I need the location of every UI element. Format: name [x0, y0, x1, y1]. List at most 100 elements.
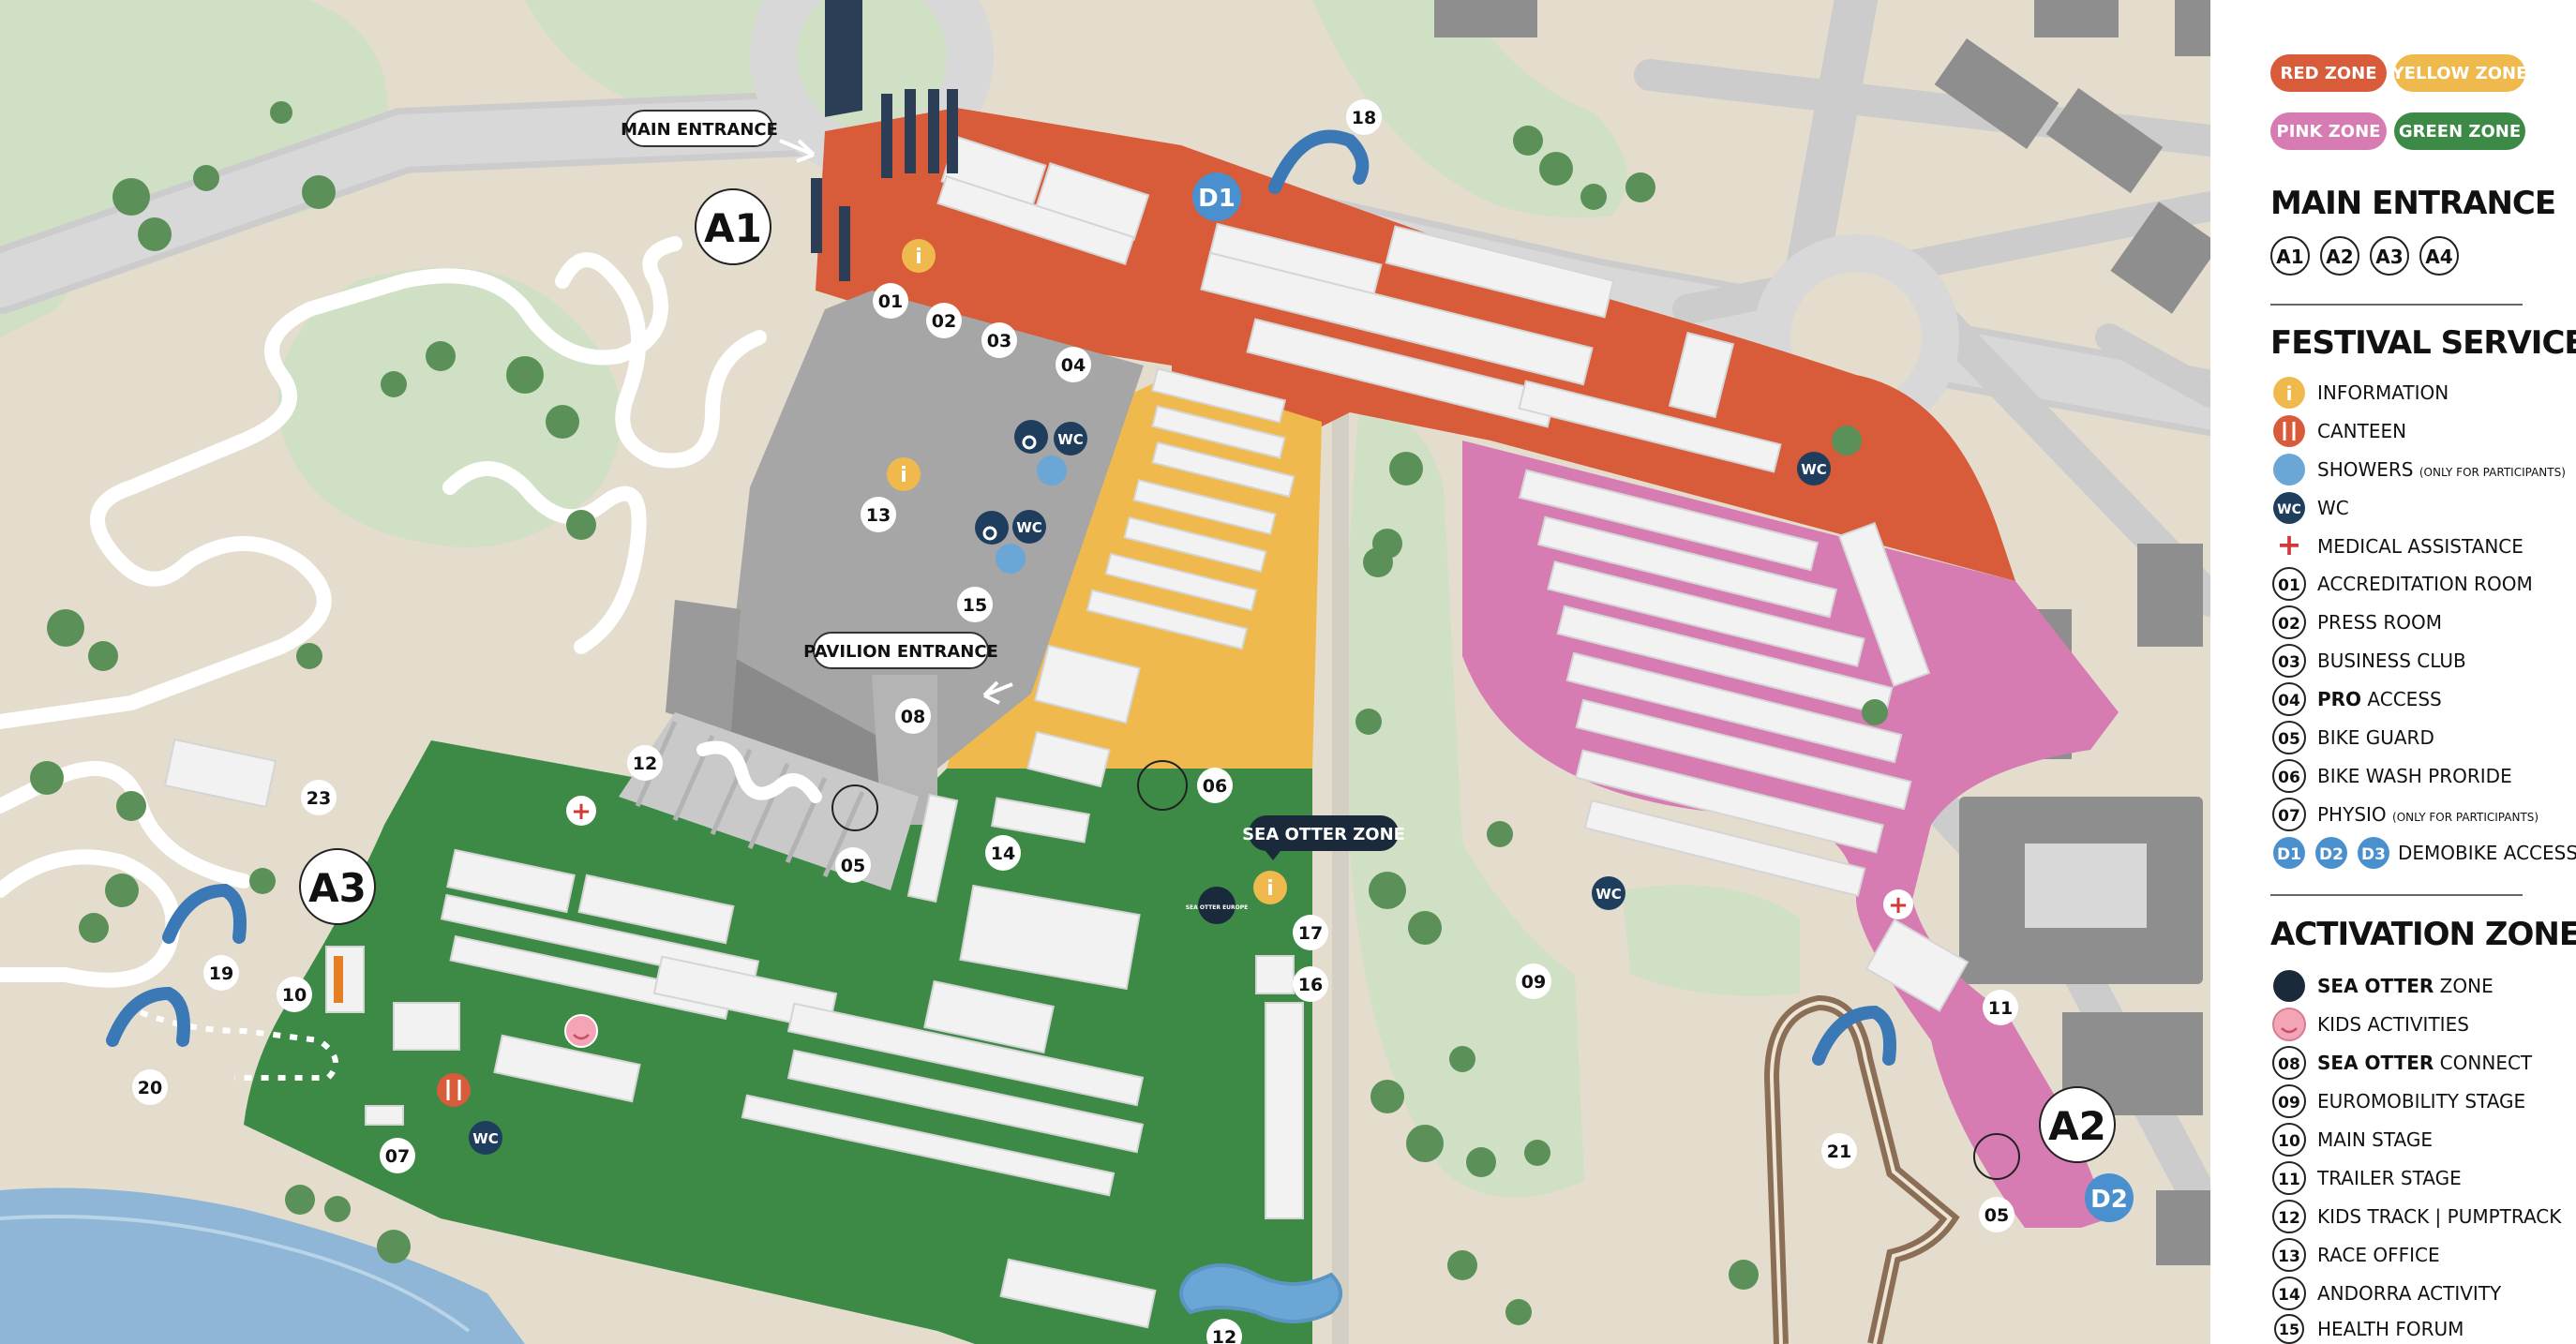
main-stage [325, 946, 365, 1013]
svg-text:A2: A2 [2048, 1103, 2106, 1149]
marker-13: 13 [861, 497, 896, 532]
wc-icon: WC [1054, 422, 1087, 455]
legend-09: 09 EUROMOBILITY STAGE [2272, 1084, 2525, 1118]
svg-text:SEA OTTER ZONE: SEA OTTER ZONE [1242, 825, 1405, 844]
svg-text:07: 07 [385, 1146, 410, 1167]
svg-text:11: 11 [2278, 1171, 2300, 1189]
svg-text:05: 05 [841, 856, 865, 876]
svg-text:RED ZONE: RED ZONE [2280, 64, 2376, 83]
svg-text:12: 12 [1212, 1327, 1236, 1344]
medical-cross-icon: + [566, 796, 596, 826]
lake [0, 1187, 525, 1344]
svg-text:15: 15 [2279, 1321, 2299, 1338]
svg-text:CANTEEN: CANTEEN [2317, 420, 2406, 442]
info-icon: i [887, 457, 921, 491]
svg-text:09: 09 [2278, 1094, 2300, 1113]
smiley-icon [564, 1014, 598, 1048]
svg-text:INFORMATION: INFORMATION [2317, 381, 2449, 404]
legend-05: 05 BIKE GUARD [2272, 721, 2434, 754]
marker-11: 11 [1983, 990, 2018, 1025]
svg-text:WC: WC [1801, 461, 1827, 478]
bike-guard-icon [831, 784, 878, 831]
demobike-d1: D1 [1192, 172, 1241, 221]
svg-text:MAIN STAGE: MAIN STAGE [2317, 1128, 2433, 1151]
svg-text:SEA OTTER EUROPE: SEA OTTER EUROPE [1186, 904, 1249, 911]
legend-15: 15 HEALTH FORUM [2274, 1314, 2464, 1344]
svg-text:10: 10 [282, 985, 307, 1006]
marker-16: 16 [1293, 966, 1328, 1002]
marker-05: 05 [835, 847, 871, 883]
svg-text:i: i [1266, 877, 1274, 901]
svg-text:+: + [2277, 527, 2302, 562]
tents [163, 135, 1969, 1329]
svg-text:DEMOBIKE ACCESS: DEMOBIKE ACCESS [2398, 842, 2576, 864]
svg-text:D3: D3 [2361, 845, 2386, 864]
wc-icon: WC [469, 1121, 502, 1155]
svg-text:02: 02 [932, 311, 956, 332]
marker-14: 14 [985, 835, 1021, 871]
svg-text:WC: WC [1057, 431, 1084, 448]
svg-text:PHYSIO (ONLY FOR PARTICIPANTS): PHYSIO (ONLY FOR PARTICIPANTS) [2317, 803, 2539, 826]
svg-text:A1: A1 [2276, 246, 2303, 268]
svg-text:01: 01 [878, 291, 903, 312]
svg-text:RACE OFFICE: RACE OFFICE [2317, 1244, 2440, 1266]
svg-text:16: 16 [1298, 975, 1323, 995]
svg-text:EUROMOBILITY STAGE: EUROMOBILITY STAGE [2317, 1090, 2525, 1113]
svg-text:ANDORRA ACTIVITY: ANDORRA ACTIVITY [2317, 1282, 2502, 1305]
legend-canteen: CANTEEN [2273, 415, 2406, 447]
svg-text:A4: A4 [2425, 246, 2452, 268]
svg-text:PINK ZONE: PINK ZONE [2277, 122, 2381, 142]
svg-text:+: + [571, 798, 592, 826]
marker-05b: 05 [1979, 1197, 2014, 1232]
svg-text:PAVILION ENTRANCE: PAVILION ENTRANCE [803, 642, 998, 662]
svg-text:04: 04 [1061, 355, 1086, 376]
svg-text:10: 10 [2278, 1132, 2300, 1151]
legend-03: 03 BUSINESS CLUB [2272, 644, 2466, 678]
svg-text:i: i [915, 246, 922, 269]
legend-main-entrance-title: MAIN ENTRANCE [2270, 185, 2555, 222]
access-a3: A3 [299, 848, 376, 925]
svg-text:TRAILER STAGE: TRAILER STAGE [2316, 1167, 2462, 1189]
marker-08: 08 [895, 698, 931, 734]
svg-text:17: 17 [1298, 923, 1323, 944]
svg-text:15: 15 [963, 595, 987, 616]
svg-text:BIKE WASH PRORIDE: BIKE WASH PRORIDE [2317, 765, 2512, 787]
legend-01: 01 ACCREDITATION ROOM [2272, 567, 2533, 601]
svg-text:06: 06 [2278, 769, 2300, 787]
svg-text:08: 08 [2278, 1055, 2300, 1074]
bike-guard-icon [1973, 1133, 2020, 1180]
wc-icon: WC [1592, 876, 1625, 910]
pumptrack-plaza [619, 712, 919, 890]
svg-text:03: 03 [2278, 653, 2300, 672]
svg-text:D1: D1 [2277, 845, 2301, 864]
dotted-route [139, 1009, 338, 1081]
svg-text:12: 12 [633, 754, 657, 774]
svg-text:HEALTH FORUM: HEALTH FORUM [2317, 1318, 2464, 1340]
marker-12b: 12 [1206, 1319, 1242, 1344]
entrance-flags [811, 0, 958, 281]
marker-18: 18 [1346, 99, 1382, 135]
zone-pink: PINK ZONE [2270, 112, 2387, 150]
legend-access-badges: A1 A2 A3 A4 [2270, 236, 2459, 276]
main-entrance-tag: MAIN ENTRANCE [621, 110, 778, 147]
arch-icons [106, 129, 1896, 1066]
shower-icon [996, 455, 1067, 574]
svg-text:18: 18 [1352, 108, 1376, 128]
svg-text:13: 13 [866, 505, 891, 526]
number-markers: 01 02 03 04 05 05 06 07 08 09 10 11 12 1… [132, 99, 2018, 1344]
svg-text:BUSINESS CLUB: BUSINESS CLUB [2317, 650, 2466, 672]
svg-text:23: 23 [307, 788, 331, 809]
legend-07: 07 PHYSIO (ONLY FOR PARTICIPANTS) [2272, 798, 2539, 831]
svg-text:07: 07 [2278, 807, 2300, 826]
marker-10: 10 [277, 977, 312, 1012]
fork-knife-icon [437, 1073, 471, 1107]
svg-text:05: 05 [2278, 730, 2300, 749]
marker-20: 20 [132, 1069, 168, 1105]
marker-21: 21 [1821, 1133, 1857, 1169]
marker-12: 12 [627, 745, 663, 781]
svg-text:WC: WC [1595, 886, 1622, 903]
sea-otter-logo: SEA OTTER EUROPE [1186, 887, 1249, 924]
legend-11: 11 TRAILER STAGE [2272, 1161, 2462, 1195]
svg-text:KIDS ACTIVITIES: KIDS ACTIVITIES [2317, 1013, 2469, 1036]
svg-text:14: 14 [2278, 1286, 2300, 1305]
